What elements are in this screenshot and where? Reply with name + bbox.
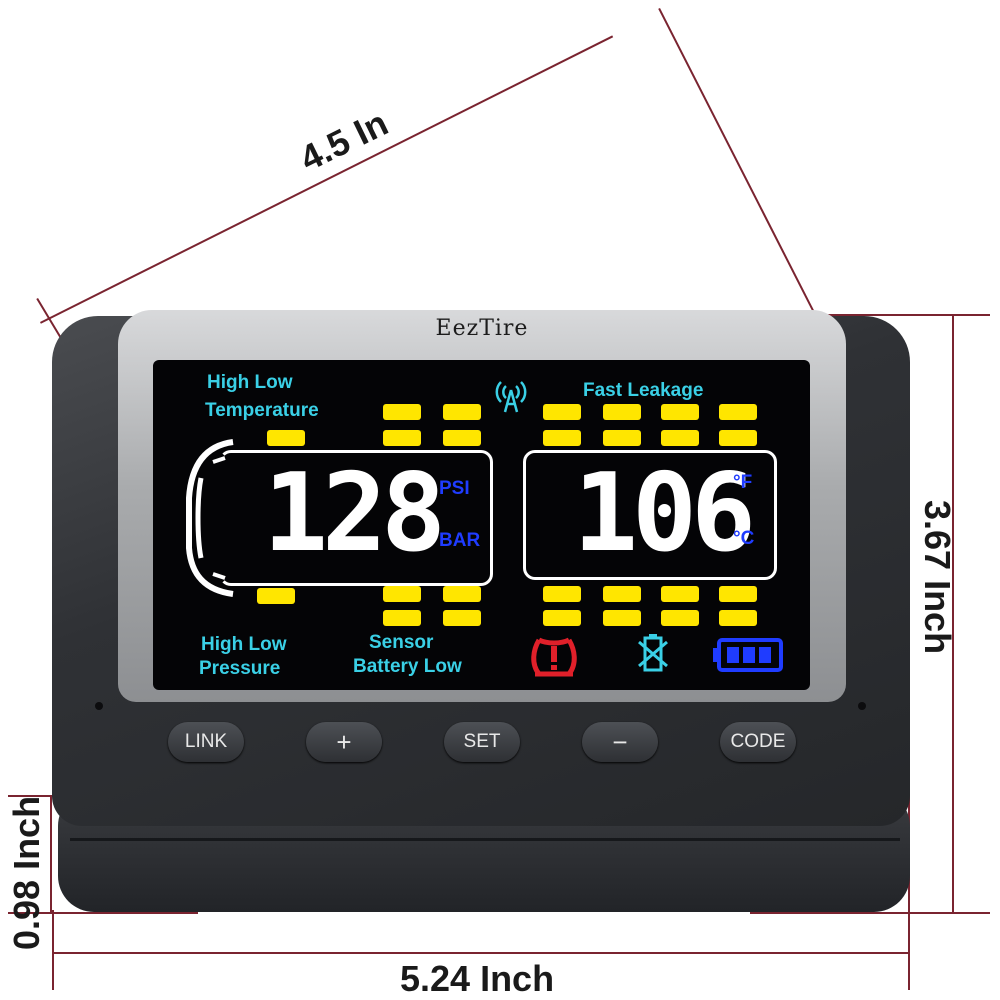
sensor-battery-crossed-icon xyxy=(638,634,668,672)
depth-dimension-line xyxy=(50,795,52,913)
code-button[interactable]: CODE xyxy=(720,722,796,762)
set-button[interactable]: SET xyxy=(444,722,520,762)
depth-dimension-tick-bottom xyxy=(8,912,198,914)
segment xyxy=(543,404,581,420)
temperature-value: 106 xyxy=(573,451,756,576)
segment xyxy=(719,430,757,446)
height-dimension-tick-bottom xyxy=(750,912,990,914)
width-dimension-tick-left xyxy=(52,910,54,990)
high-low-label: High Low xyxy=(207,372,293,393)
segment xyxy=(443,586,481,602)
width-dimension-label: 5.24 Inch xyxy=(400,958,555,999)
tire-pressure-warning-icon xyxy=(531,637,577,677)
segment xyxy=(661,586,699,602)
high-low-pressure-label: High Low xyxy=(201,634,287,655)
segment xyxy=(543,610,581,626)
segment xyxy=(719,404,757,420)
segment xyxy=(443,430,481,446)
segment xyxy=(383,404,421,420)
screw-right xyxy=(858,702,866,710)
segment xyxy=(383,586,421,602)
segment xyxy=(443,404,481,420)
segment xyxy=(543,586,581,602)
temperature-display-frame xyxy=(523,450,777,580)
segment xyxy=(719,610,757,626)
link-button[interactable]: LINK xyxy=(168,722,244,762)
bar-unit: BAR xyxy=(439,530,481,551)
segment xyxy=(543,430,581,446)
battery-full-icon xyxy=(713,638,783,672)
segment xyxy=(443,610,481,626)
antenna-signal-icon xyxy=(495,381,527,413)
plus-button[interactable]: + xyxy=(306,722,382,762)
height-dimension-tick-top xyxy=(820,314,990,316)
segment xyxy=(383,610,421,626)
celsius-unit: °C xyxy=(733,528,755,549)
diagonal-dimension-line xyxy=(40,35,614,324)
fahrenheit-unit: °F xyxy=(733,472,753,493)
segment xyxy=(603,586,641,602)
width-dimension-line xyxy=(52,952,910,954)
segment xyxy=(383,430,421,446)
temperature-label: Temperature xyxy=(205,400,319,421)
segment xyxy=(267,430,305,446)
sensor-label: Sensor xyxy=(369,632,434,653)
psi-unit: PSI xyxy=(439,478,470,499)
depth-dimension-label: 0.98 Inch xyxy=(6,795,47,950)
minus-button[interactable]: − xyxy=(582,722,658,762)
brand-logo: EezTire xyxy=(435,316,529,341)
pressure-value: 128 xyxy=(263,451,446,576)
segment xyxy=(661,404,699,420)
segment xyxy=(603,430,641,446)
height-dimension-line xyxy=(952,314,954,914)
segment xyxy=(661,610,699,626)
battery-low-label: Battery Low xyxy=(353,656,462,677)
segment xyxy=(719,586,757,602)
lcd-screen: High Low Temperature Fast Leakage 128 PS… xyxy=(153,360,810,690)
screw-left xyxy=(95,702,103,710)
height-dimension-label: 3.67 Inch xyxy=(917,500,958,655)
pressure-label: Pressure xyxy=(199,658,281,679)
segment xyxy=(661,430,699,446)
diagonal-dimension-end-right xyxy=(658,8,833,348)
segment xyxy=(603,610,641,626)
fast-leakage-label: Fast Leakage xyxy=(583,380,704,401)
pressure-display-frame xyxy=(219,450,493,586)
segment xyxy=(257,588,295,604)
device-base-seam xyxy=(70,838,900,841)
segment xyxy=(603,404,641,420)
